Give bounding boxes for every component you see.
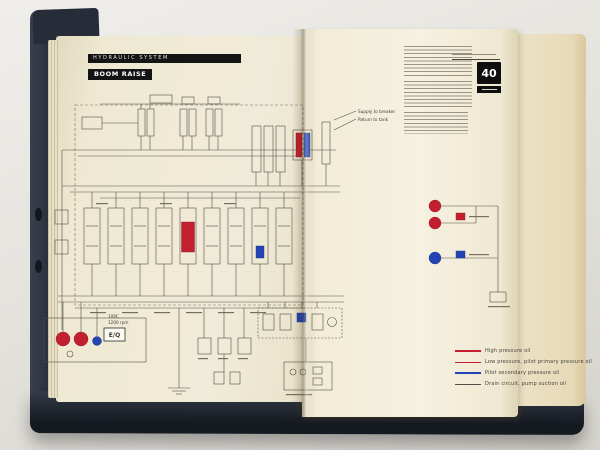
legend-item: Pilot secondary pressure oil [455, 370, 559, 376]
solenoid-valve-marker [296, 312, 307, 323]
chapter-header: HYDRAULIC SYSTEM [88, 54, 241, 63]
pilot-spool-highlight [255, 245, 265, 259]
pilot-pressure-line-marker [303, 132, 311, 158]
legend-label: Low pressure, pilot primary pressure oil [485, 359, 592, 365]
legend-label: Drain circuit, pump suction oil [485, 381, 567, 387]
page-number-tab [477, 86, 501, 93]
pump-governor-label: E/Q [109, 332, 120, 339]
main-pump-symbol [73, 331, 89, 347]
page-number-box: 40 [477, 62, 501, 84]
body-text-paragraph [404, 81, 472, 107]
legend-swatch-blue [455, 250, 466, 259]
pilot-pump-symbol [92, 336, 102, 346]
main-pump-symbol [55, 331, 71, 347]
boom-spool-highlight [181, 221, 195, 253]
pressure-gauge-symbol-red [428, 216, 442, 230]
legend-item: Drain circuit, pump suction oil [455, 381, 566, 387]
page-number-caption [452, 53, 500, 60]
body-text-paragraph [404, 112, 468, 134]
pump-governor-box [103, 327, 126, 342]
note-return-label: Return to tank [358, 117, 389, 122]
legend-line-sample [455, 372, 481, 374]
legend-label: Pilot secondary pressure oil [485, 370, 560, 376]
legend-line-sample [455, 350, 481, 352]
legend-line-sample [455, 361, 481, 363]
pipework [43, 94, 510, 396]
legend-item: Low pressure, pilot primary pressure oil [455, 359, 592, 365]
page-stack-edges [48, 40, 58, 398]
high-pressure-line-marker [295, 132, 303, 158]
engine-speed-label: 1200 rpm [108, 320, 128, 325]
pressure-gauge-symbol-blue [428, 251, 442, 265]
legend-item: High pressure oil [455, 348, 531, 354]
binding-hole [35, 260, 42, 273]
legend-line-sample [455, 383, 481, 385]
underlying-page-edge [512, 34, 586, 406]
engine-model-label: 10PC [108, 314, 119, 319]
section-title: BOOM RAISE [88, 69, 153, 80]
legend-label: High pressure oil [485, 348, 531, 354]
binding-hole [35, 208, 42, 221]
body-text-paragraph [404, 46, 472, 76]
legend-swatch-red [455, 212, 466, 221]
pressure-gauge-symbol-red [428, 199, 442, 213]
note-supply-label: Supply to breaker [358, 109, 395, 114]
